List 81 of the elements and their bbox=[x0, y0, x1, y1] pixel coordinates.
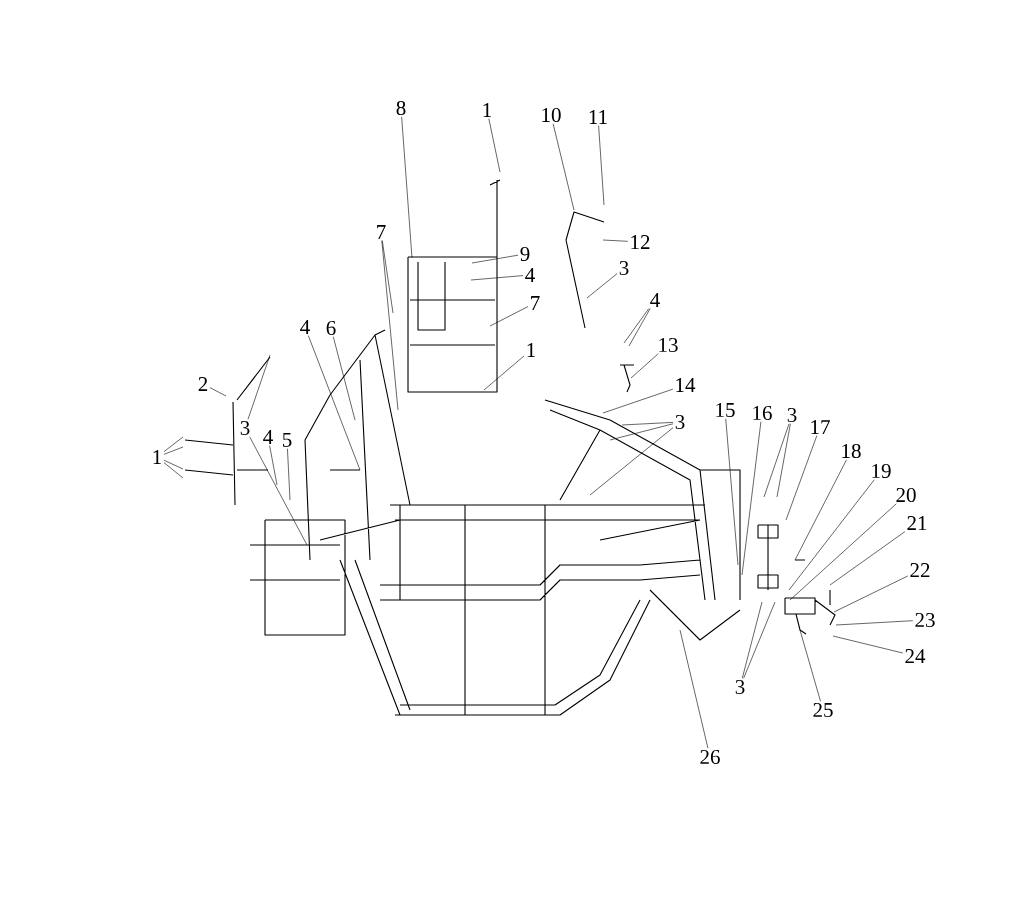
leader-line bbox=[742, 601, 763, 679]
callout-number: 6 bbox=[326, 320, 336, 336]
leader-line bbox=[788, 479, 875, 591]
callout-number: 3 bbox=[735, 679, 745, 695]
callout-number: 3 bbox=[240, 420, 250, 436]
callout-number: 17 bbox=[811, 420, 830, 434]
leader-line bbox=[789, 503, 897, 601]
leader-line bbox=[552, 123, 575, 211]
callout-number: 2 bbox=[198, 377, 208, 391]
callout-number: 4 bbox=[300, 320, 310, 334]
leader-line bbox=[163, 459, 184, 470]
leader-line bbox=[679, 629, 709, 749]
leader-line bbox=[247, 354, 271, 420]
callout-number: 15 bbox=[716, 402, 735, 418]
leader-line bbox=[381, 240, 399, 411]
leader-line bbox=[586, 273, 618, 299]
callout-number: 1 bbox=[483, 103, 491, 117]
leader-line bbox=[308, 335, 361, 471]
leader-line bbox=[628, 308, 651, 347]
leader-line bbox=[483, 355, 525, 391]
leader-line bbox=[794, 459, 847, 561]
leader-line bbox=[333, 336, 356, 421]
callout-number: 7 bbox=[377, 225, 386, 239]
callout-number: 25 bbox=[813, 702, 833, 718]
leader-line bbox=[763, 423, 790, 498]
leader-line bbox=[833, 575, 909, 613]
callout-number: 20 bbox=[896, 487, 916, 503]
leader-line bbox=[470, 275, 524, 281]
callout-number: 4 bbox=[263, 430, 273, 444]
leader-line bbox=[602, 239, 629, 242]
callout-number: 4 bbox=[525, 268, 535, 282]
callout-number: 12 bbox=[631, 235, 650, 249]
leader-line bbox=[489, 306, 529, 327]
callout-number: 1 bbox=[153, 450, 161, 464]
leader-line bbox=[832, 635, 904, 654]
leader-line bbox=[630, 353, 659, 379]
leader-line bbox=[609, 423, 674, 441]
leader-line bbox=[163, 462, 184, 479]
leader-line bbox=[401, 116, 413, 259]
callout-number: 3 bbox=[787, 407, 797, 423]
leader-line bbox=[287, 448, 291, 501]
callout-number: 10 bbox=[542, 107, 561, 123]
leader-line bbox=[249, 436, 308, 546]
callout-number: 13 bbox=[659, 337, 678, 353]
leader-line bbox=[488, 118, 501, 173]
callout-number: 24 bbox=[905, 649, 926, 663]
leader-line bbox=[725, 418, 739, 566]
leader-line bbox=[163, 446, 184, 455]
leader-line bbox=[835, 620, 914, 626]
callout-number: 22 bbox=[910, 563, 930, 577]
leader-line bbox=[776, 423, 791, 498]
callout-number: 18 bbox=[842, 443, 861, 459]
callout-number: 1 bbox=[527, 343, 535, 357]
leader-line bbox=[785, 435, 818, 521]
callout-number: 21 bbox=[907, 516, 927, 530]
callout-number: 23 bbox=[915, 612, 935, 628]
callout-number: 3 bbox=[675, 414, 685, 430]
leader-line bbox=[602, 388, 674, 414]
leader-line bbox=[471, 254, 519, 264]
leader-line bbox=[741, 421, 762, 576]
callout-number: 4 bbox=[650, 293, 660, 307]
callout-number: 9 bbox=[520, 246, 530, 262]
leader-line bbox=[743, 601, 776, 679]
callout-number: 14 bbox=[676, 378, 696, 392]
leader-line bbox=[829, 531, 906, 586]
callout-number: 11 bbox=[589, 110, 607, 124]
leader-line bbox=[163, 436, 184, 452]
callout-number: 16 bbox=[753, 405, 772, 421]
leader-line bbox=[589, 427, 674, 496]
leader-line bbox=[799, 629, 821, 702]
callout-number: 19 bbox=[872, 463, 891, 479]
leader-line bbox=[209, 387, 227, 397]
callout-number: 7 bbox=[531, 296, 540, 310]
callout-number: 5 bbox=[283, 433, 292, 447]
callout-number: 26 bbox=[700, 749, 720, 765]
callout-number: 8 bbox=[396, 100, 406, 116]
leader-line bbox=[598, 125, 605, 206]
callout-number: 3 bbox=[619, 260, 629, 276]
leader-line bbox=[621, 422, 674, 426]
leader-line bbox=[623, 308, 650, 344]
leader-line bbox=[269, 445, 278, 486]
